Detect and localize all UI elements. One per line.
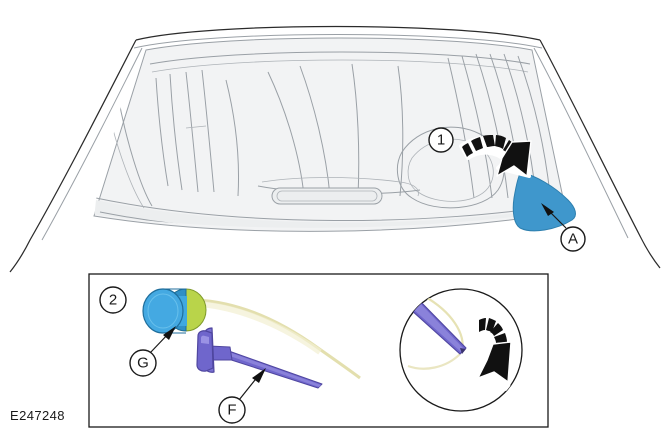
detail-bead-arc-2	[407, 353, 461, 370]
cutting-wire-spool	[142, 288, 207, 334]
callout-A: A	[541, 203, 586, 252]
right-rib-f	[517, 55, 551, 195]
defroster-vent-slot	[276, 190, 378, 202]
detail-arrow-segments	[479, 318, 507, 343]
callout-A-arrowhead	[541, 203, 554, 216]
callout-G-circle	[129, 349, 157, 377]
tool-handle-highlight	[201, 335, 209, 344]
tool-shaft-highlight	[224, 351, 321, 387]
highlight-blue-corner-region	[512, 171, 576, 232]
callout-G: G	[129, 326, 176, 377]
detail-tool-blade-highlight	[403, 297, 464, 352]
callout-1-label: 1	[437, 132, 445, 149]
left-visor-edge-a	[155, 77, 169, 187]
right-rib-b	[461, 55, 493, 199]
left-a-pillar-outer	[9, 39, 137, 273]
striped-arrow-1-head	[496, 140, 532, 177]
detail-tool-tip-point	[460, 348, 466, 354]
defroster-bezel	[261, 177, 419, 197]
left-visor-edge-d	[201, 69, 215, 193]
callout-2-label: 2	[109, 292, 117, 309]
callout-F-circle	[218, 396, 246, 424]
right-a-pillar-inner	[533, 47, 629, 239]
callout-G-arrowhead	[163, 326, 176, 340]
spool-front-inner-ring	[147, 293, 179, 329]
headliner-edge-2	[151, 59, 529, 73]
defroster-vent-outline	[271, 187, 383, 205]
dashboard-top-edge	[95, 197, 566, 221]
roof-header-line	[135, 25, 541, 41]
left-pillar-trim-inner	[117, 95, 153, 207]
callout-F-label: F	[227, 402, 236, 419]
right-rib-a	[447, 57, 475, 199]
callout-G-label: G	[137, 355, 149, 372]
figure-id-label: E247248	[10, 408, 65, 423]
spool-front-flange	[142, 288, 184, 334]
windshield-glass	[94, 38, 566, 232]
defroster-vent	[272, 188, 382, 204]
detail-circle-contents	[400, 295, 514, 392]
left-a-pillar-inner	[41, 47, 143, 241]
windshield-interior-view: 1 A	[9, 25, 661, 273]
callout-2: 2	[99, 286, 127, 314]
callout-A-label: A	[568, 231, 578, 248]
left-visor-edge-c	[185, 71, 199, 193]
callout-F: F	[218, 368, 266, 424]
highlight-blue-shape	[512, 171, 576, 232]
left-visor-edge-b	[169, 73, 183, 191]
callout-1-striped-arrow	[459, 135, 532, 178]
callout-1: 1	[428, 127, 454, 153]
callout-2-circle	[99, 286, 127, 314]
pillar-trim-line	[225, 79, 239, 197]
callout-A-circle	[560, 226, 586, 252]
wire-bead-trail-soft	[199, 301, 322, 355]
headliner-edge	[149, 51, 531, 65]
callout-1-circle	[428, 127, 454, 153]
interior-shape-b	[299, 65, 331, 197]
right-rib-c	[475, 53, 509, 199]
striped-arrow-1-segments	[462, 135, 516, 157]
special-tools-panel: 2 G F	[88, 273, 549, 428]
callout-F-arrowhead	[252, 368, 266, 383]
roof-header-line-inner	[133, 34, 543, 49]
right-a-pillar-outer	[539, 39, 661, 269]
panel-contents: 2 G F	[99, 286, 523, 424]
interior-shape-a	[267, 71, 305, 197]
tool-tip-detail-circle	[399, 288, 523, 412]
detail-arrow-head	[477, 341, 512, 383]
t-handle-tool	[196, 327, 323, 389]
left-visor-crease	[185, 125, 207, 129]
interior-shape-c	[351, 63, 360, 197]
